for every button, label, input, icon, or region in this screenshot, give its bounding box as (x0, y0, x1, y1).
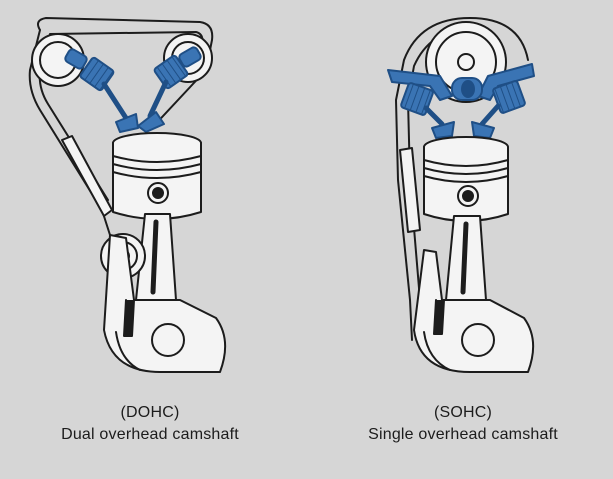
dohc-engine (28, 17, 227, 373)
sohc-abbrev: (SOHC) (433, 404, 493, 421)
sohc-label: Single overhead camshaft (368, 426, 558, 443)
sohc-crank-counterweight (413, 249, 535, 373)
dohc-tensioner (61, 135, 113, 217)
dohc-crank-counterweight (103, 234, 227, 373)
dohc-right-valve (137, 46, 202, 133)
dohc-label: Dual overhead camshaft (61, 426, 239, 443)
sohc-caption: (SOHC) Single overhead camshaft (318, 402, 608, 446)
sohc-timing-belt (395, 17, 471, 341)
dohc-caption: (DOHC) Dual overhead camshaft (20, 402, 280, 446)
sohc-valvetrain (387, 63, 535, 139)
sohc-piston (423, 136, 509, 222)
sohc-engine (387, 17, 535, 373)
dohc-piston (112, 132, 202, 220)
dohc-left-valve (64, 48, 139, 133)
dohc-abbrev: (DOHC) (120, 404, 180, 421)
sohc-tensioner (399, 147, 421, 233)
dohc-timing-belt (28, 17, 214, 236)
